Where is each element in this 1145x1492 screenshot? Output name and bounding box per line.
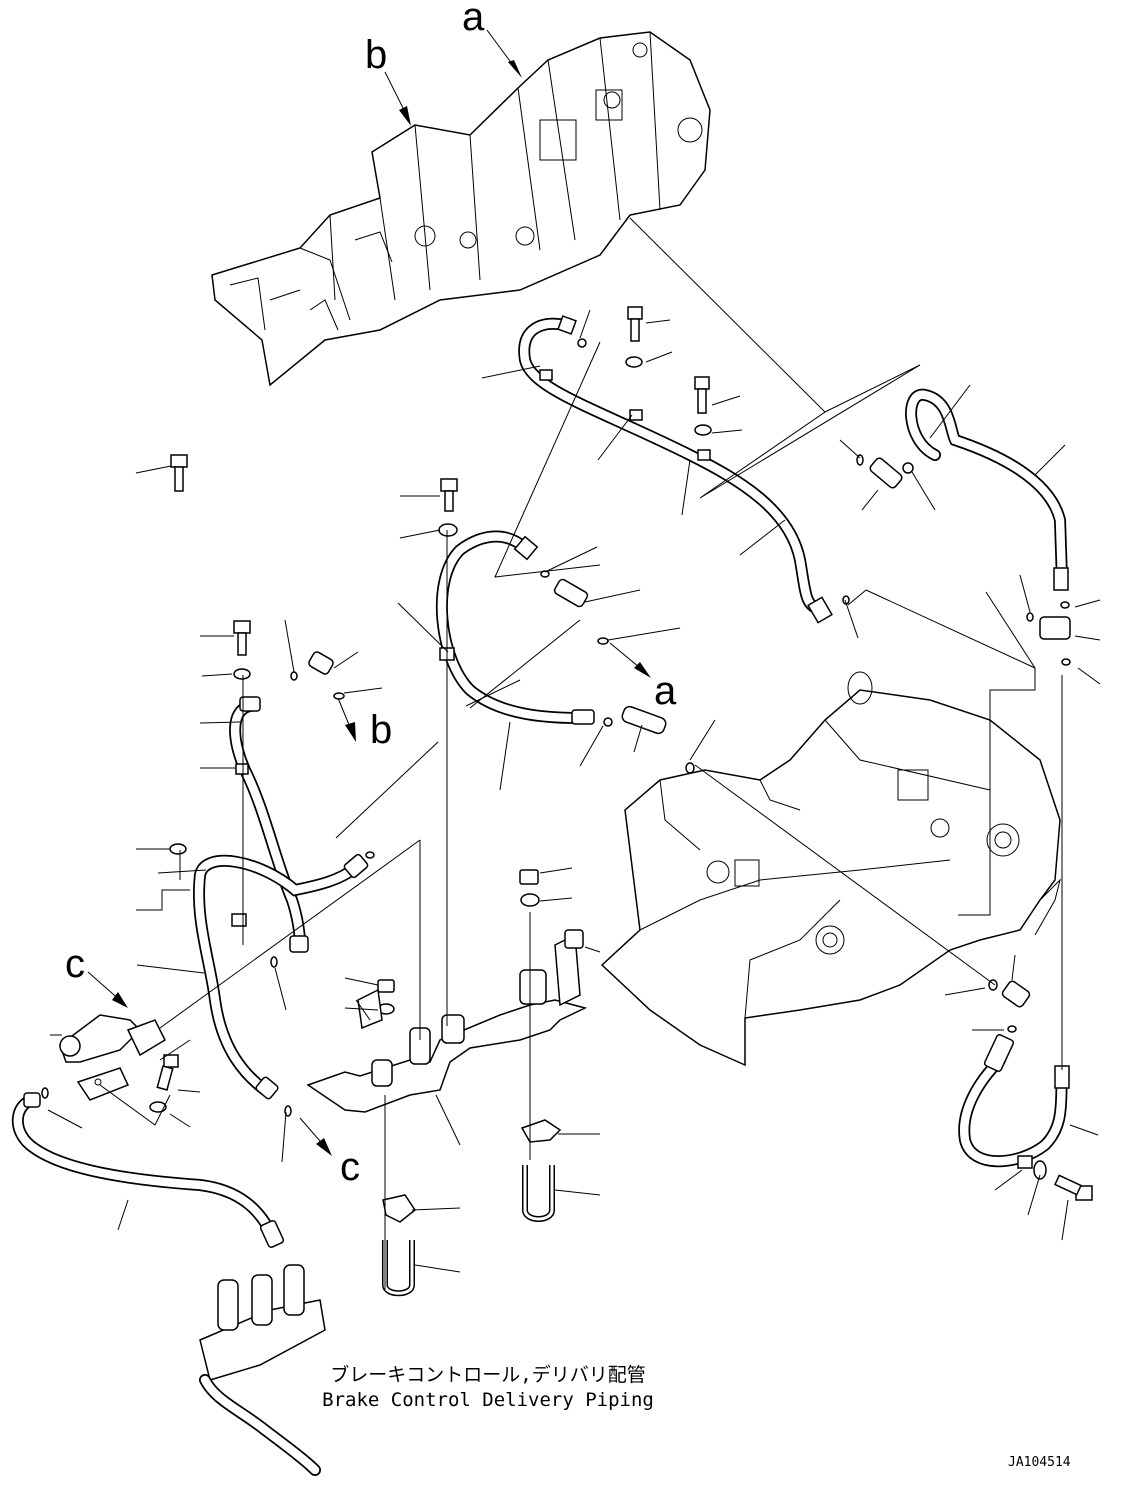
view-label-c-top: c: [65, 942, 85, 986]
view-label-b-top: b: [365, 33, 387, 77]
bolt-left-1: [233, 620, 251, 656]
bolt-right: [1054, 1174, 1093, 1201]
bottom-left-hose: [11, 1094, 278, 1241]
upper-transmission-assembly: [211, 31, 711, 387]
valve-c-assembly: [59, 1014, 166, 1101]
u-bolts: [382, 1119, 562, 1297]
caption-japanese: ブレーキコントロール,デリバリ配管: [330, 1363, 645, 1386]
middle-hose: [435, 530, 586, 724]
bolt-middle: [440, 478, 458, 512]
view-label-a-top: a: [462, 0, 485, 39]
view-label-a-arrow: a: [654, 669, 677, 713]
bolt-left-2: [170, 454, 188, 492]
reference-lines: [99, 217, 1063, 1290]
fittings: [23, 306, 1093, 1249]
view-arrows: [87, 29, 651, 1156]
upper-long-hose: [518, 317, 826, 616]
bolt-lower-left: [156, 1054, 179, 1091]
figure-code: JA104514: [1008, 1455, 1071, 1470]
caption-english: Brake Control Delivery Piping: [322, 1389, 654, 1411]
valve-block: [199, 1264, 326, 1476]
hoses: [11, 317, 1068, 1241]
bolt-upper-1: [627, 306, 643, 342]
view-label-b-arrow: b: [370, 708, 392, 752]
lower-transmission-assembly: [600, 671, 1061, 1067]
bolt-upper-2: [694, 376, 710, 414]
view-label-c-arrow: c: [340, 1145, 360, 1189]
leader-lines: [47, 309, 1101, 1273]
